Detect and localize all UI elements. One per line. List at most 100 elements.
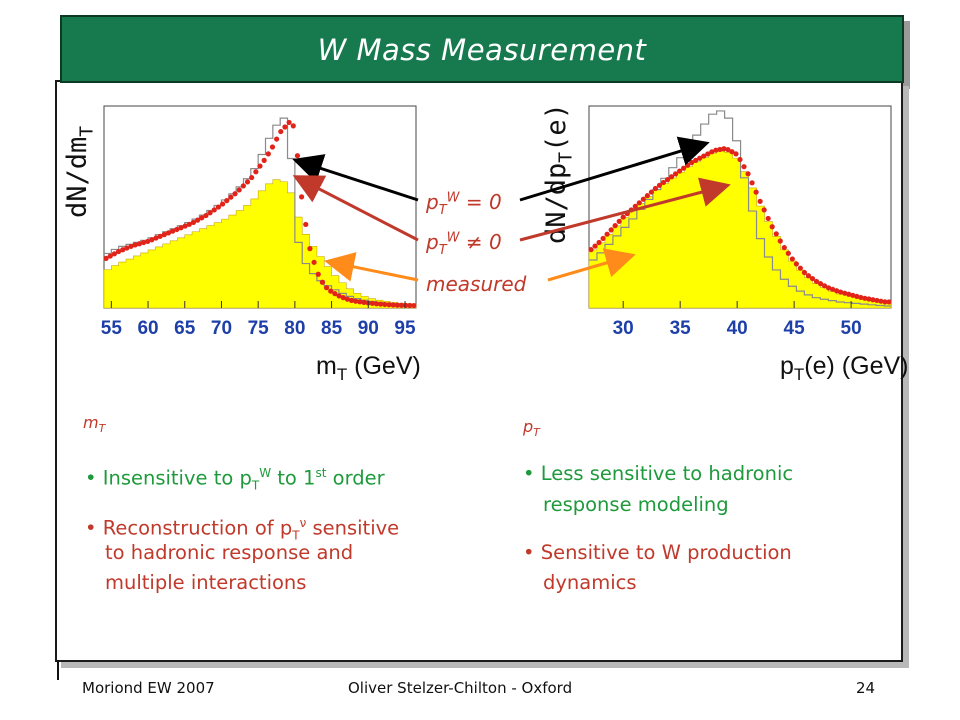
x-tick-label: 70 [211, 318, 232, 339]
series-nonzero-point [809, 275, 816, 282]
right-bullet-2: • Sensitive to W production [523, 541, 792, 564]
series-nonzero-point [600, 235, 606, 242]
series-nonzero-point [636, 200, 642, 206]
series-nonzero-point [652, 185, 659, 192]
content-frame [55, 80, 903, 662]
series-nonzero-point [153, 235, 159, 241]
series-nonzero-point [862, 295, 868, 301]
left-bullet-2-line2: to hadronic response and [105, 541, 354, 564]
title-bar: W Mass Measurement [60, 15, 904, 83]
series-nonzero-point [842, 290, 848, 296]
x-tick-label: 40 [727, 318, 748, 339]
series-nonzero-point [733, 151, 739, 157]
series-nonzero-point [785, 250, 791, 256]
series-nonzero-point [136, 241, 142, 247]
series-nonzero-point [620, 214, 626, 220]
series-nonzero-point [278, 128, 284, 135]
mt-chart-xlabel: mT (GeV) [316, 352, 421, 384]
series-nonzero-point [745, 171, 751, 177]
left-bullet-2: • Reconstruction of pTν sensitive [85, 516, 400, 543]
series-nonzero-point [725, 146, 731, 153]
x-tick-label: 75 [248, 318, 270, 339]
series-nonzero-point [199, 215, 205, 221]
series-nonzero-point [219, 201, 226, 207]
series-nonzero-point [369, 300, 375, 306]
series-nonzero-point [132, 242, 138, 248]
series-nonzero-point [878, 298, 884, 304]
series-nonzero-point [303, 221, 309, 228]
series-nonzero-point [157, 233, 163, 239]
series-nonzero-point [315, 271, 321, 277]
series-nonzero-point [813, 278, 820, 285]
series-nonzero-point [411, 302, 417, 309]
series-nonzero-point [240, 183, 246, 189]
series-nonzero-point [737, 156, 743, 163]
footer-author: Oliver Stelzer-Chilton - Oxford [348, 679, 573, 697]
series-nonzero-point [854, 293, 860, 299]
series-nonzero-point [195, 217, 201, 223]
series-nonzero-point [174, 226, 180, 233]
series-nonzero-point [286, 119, 292, 126]
series-nonzero-point [628, 207, 634, 213]
x-tick-label: 90 [358, 318, 379, 339]
series-nonzero-point [394, 302, 400, 308]
series-nonzero-point [882, 299, 888, 305]
series-nonzero-point [709, 149, 715, 155]
series-nonzero-point [311, 259, 317, 265]
series-nonzero-point [361, 299, 367, 305]
legend-measured: measured [426, 272, 527, 296]
series-nonzero-point [149, 237, 155, 243]
series-nonzero-point [332, 291, 338, 297]
series-nonzero-point [612, 223, 618, 229]
slide-title: W Mass Measurement [317, 33, 647, 67]
series-nonzero-point [244, 179, 251, 185]
series-nonzero-point [290, 123, 296, 129]
series-nonzero-point [357, 299, 363, 305]
series-nonzero-point [328, 288, 334, 294]
series-nonzero-point [616, 218, 622, 224]
series-nonzero-point [749, 180, 755, 186]
series-nonzero-point [228, 194, 234, 200]
series-nonzero-point [353, 298, 359, 304]
x-tick-label: 30 [613, 318, 634, 339]
series-nonzero-point [850, 292, 856, 298]
x-tick-label: 85 [321, 318, 343, 339]
series-nonzero-point [336, 293, 342, 299]
series-nonzero-point [178, 225, 184, 231]
series-nonzero-point [165, 230, 172, 236]
series-nonzero-point [215, 204, 221, 210]
series-nonzero-point [249, 174, 255, 181]
series-nonzero-point [825, 285, 832, 291]
series-nonzero-point [398, 302, 405, 308]
series-nonzero-point [713, 147, 719, 153]
series-nonzero-point [648, 189, 655, 195]
x-tick-label: 50 [841, 318, 862, 339]
series-nonzero-point [874, 297, 880, 304]
series-nonzero-point [182, 223, 188, 229]
series-nonzero-point [294, 153, 301, 159]
x-tick-label: 35 [670, 318, 692, 339]
series-nonzero-point [765, 215, 771, 222]
series-nonzero-point [103, 255, 109, 261]
series-nonzero-point [757, 198, 763, 204]
x-tick-label: 80 [284, 318, 305, 339]
series-nonzero-point [382, 301, 388, 308]
series-nonzero-point [753, 189, 759, 195]
series-nonzero-point [769, 224, 775, 230]
series-nonzero-point [107, 253, 113, 259]
series-nonzero-point [801, 269, 808, 276]
series-nonzero-point [253, 169, 259, 175]
series-nonzero-point [821, 283, 828, 289]
right-bullet-1-line2: response modeling [543, 493, 729, 516]
series-nonzero-point [407, 302, 413, 309]
legend-ptw-zero: pTW = 0 [426, 190, 502, 218]
series-nonzero-point [190, 219, 197, 226]
series-nonzero-point [390, 302, 396, 308]
right-bullet-1: • Less sensitive to hadronic [523, 462, 794, 485]
series-nonzero-point [257, 163, 263, 169]
series-nonzero-point [203, 212, 209, 219]
series-nonzero-point [403, 302, 409, 308]
series-nonzero-point [269, 144, 276, 150]
legend-ptw-nonzero: pTW ≠ 0 [426, 230, 502, 258]
